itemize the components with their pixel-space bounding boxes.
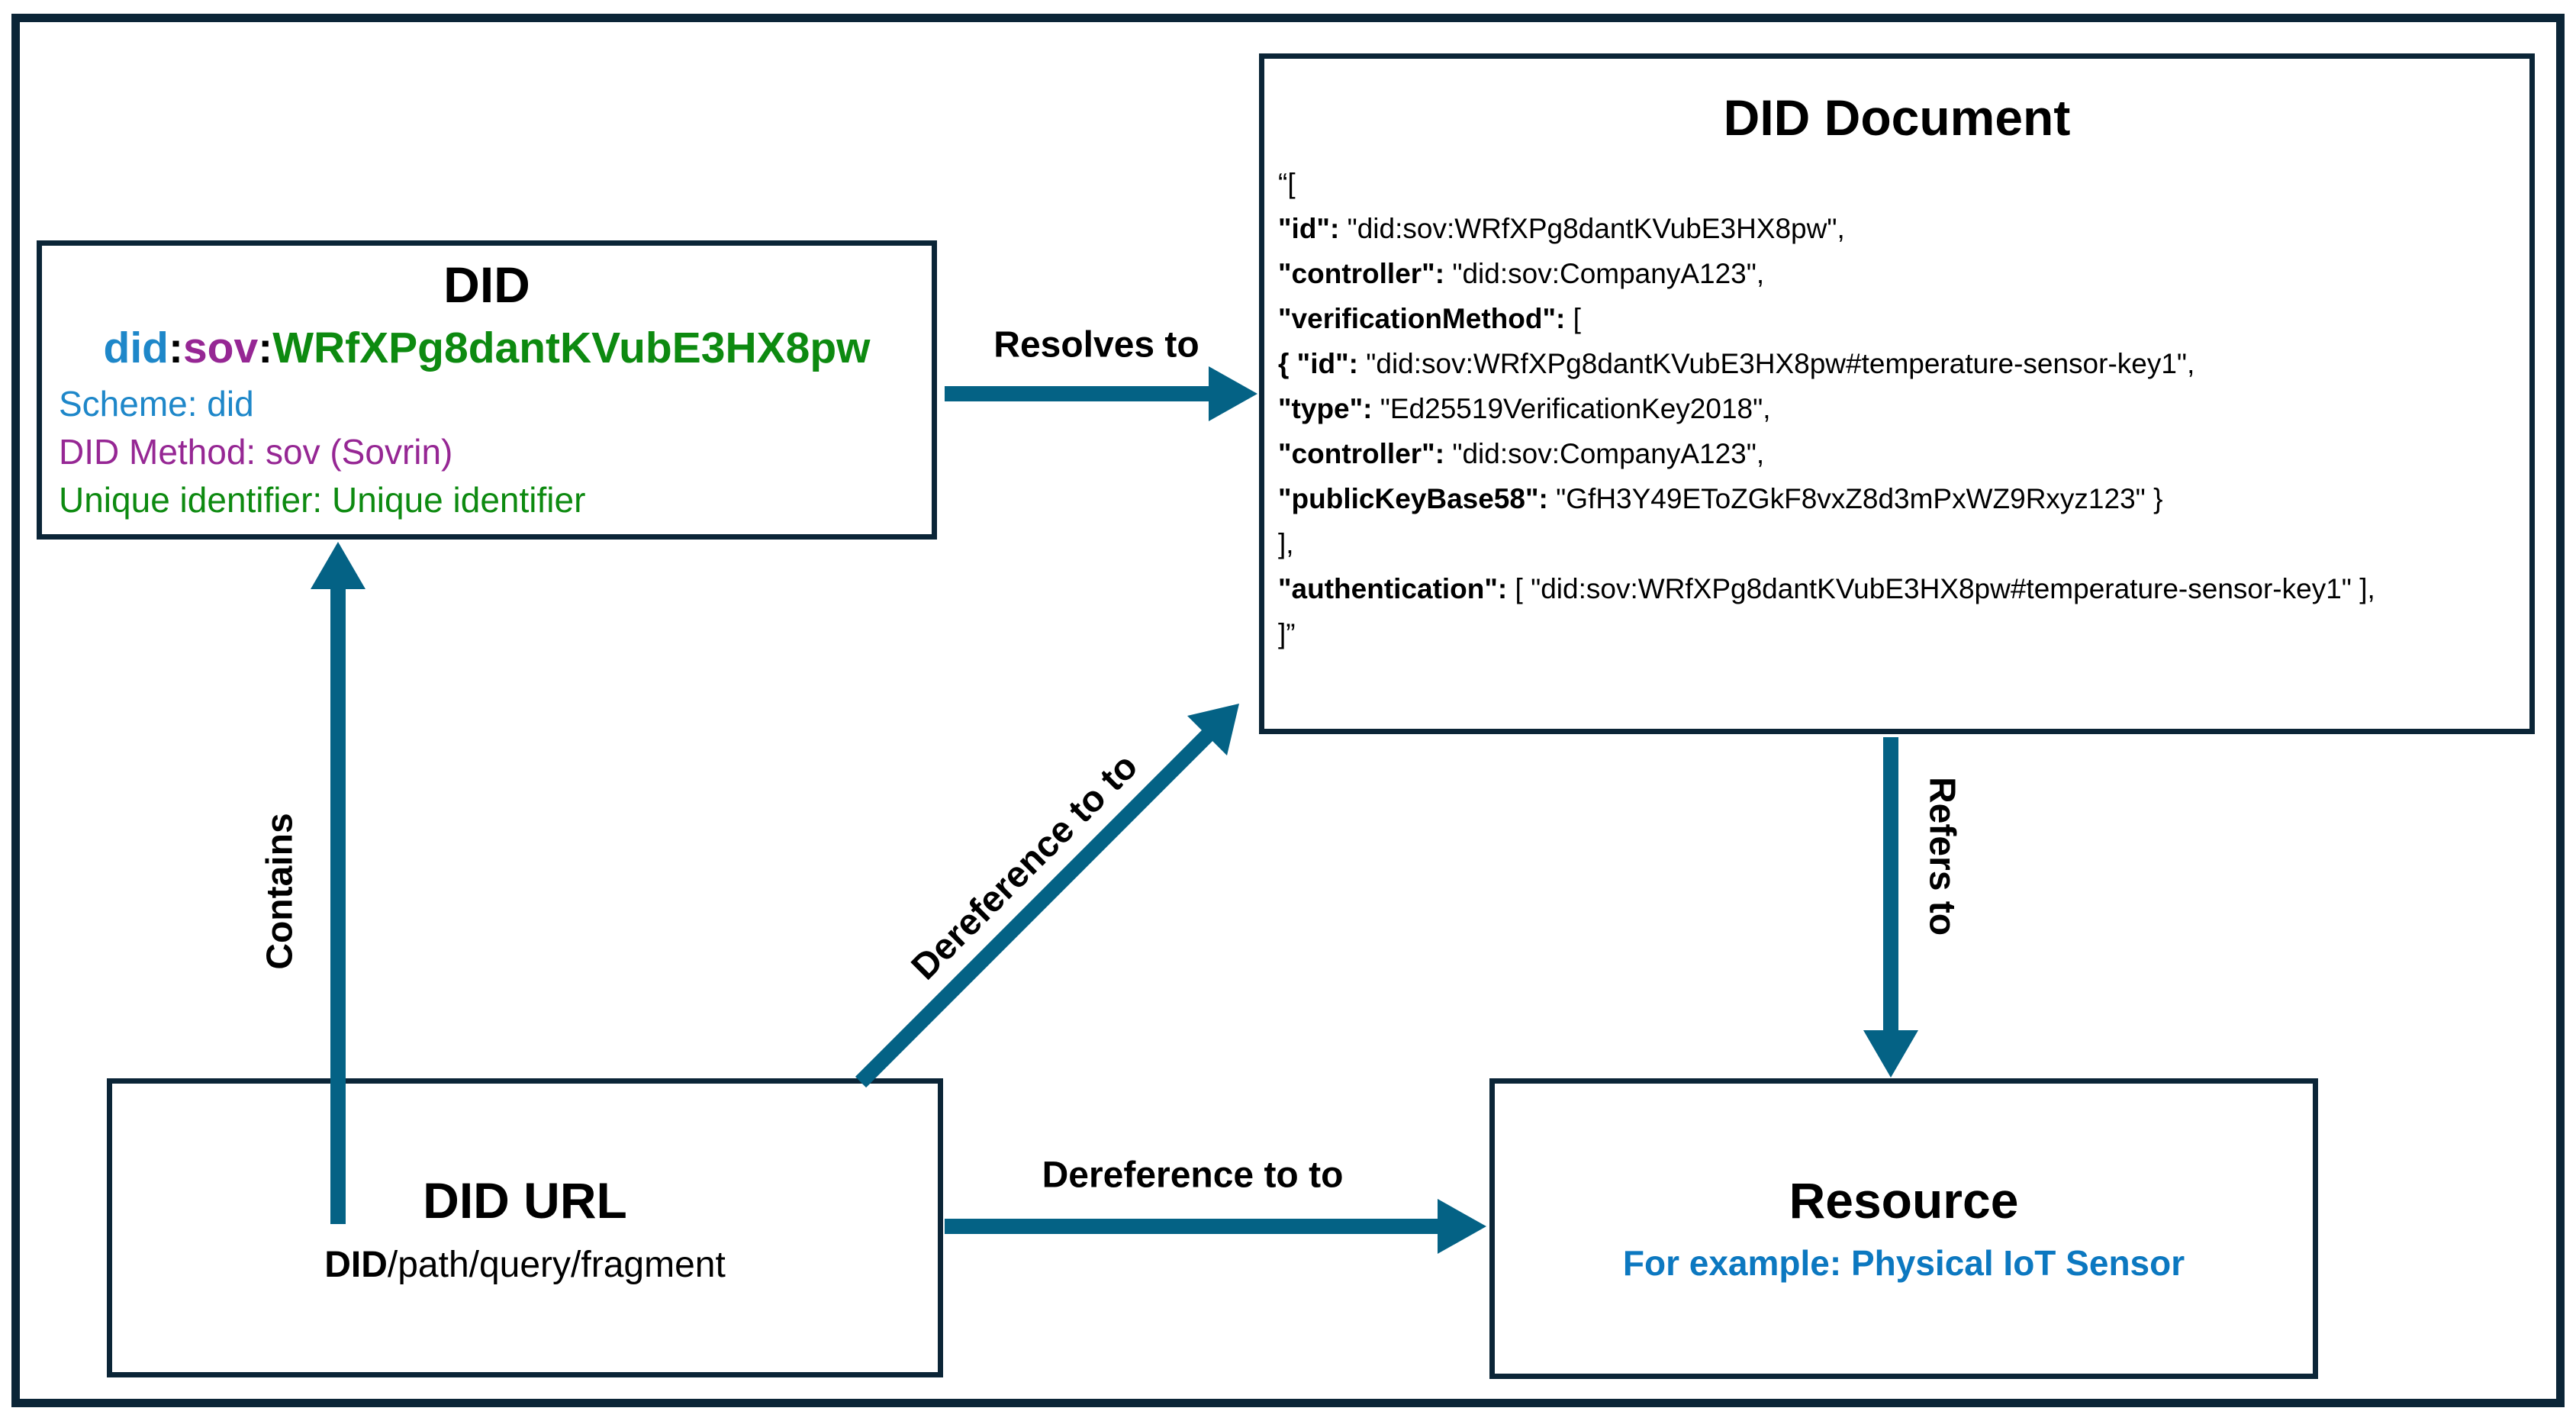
json-segment: "id": <box>1278 213 1340 244</box>
json-line: "publicKeyBase58": "GfH3Y49EToZGkF8vxZ8d… <box>1278 476 2516 521</box>
json-segment: "controller": <box>1278 438 1445 469</box>
did-subline: Unique identifier: Unique identifier <box>59 480 586 520</box>
json-segment: "controller": <box>1278 258 1445 289</box>
did-identifier: did:sov:WRfXPg8dantKVubE3HX8pw <box>42 316 932 380</box>
did-identifier-part: : <box>169 324 183 372</box>
json-segment: "GfH3Y49EToZGkF8vxZ8d3mPxWZ9Rxyz123" } <box>1547 483 2163 514</box>
diagram-outer-frame <box>11 14 2565 1407</box>
did-subline: DID Method: sov (Sovrin) <box>59 432 453 472</box>
resolves-to-label: Resolves to <box>993 324 1199 366</box>
json-segment: "did:sov:WRfXPg8dantKVubE3HX8pw#temperat… <box>1357 348 2195 379</box>
did-box-title: DID <box>443 256 530 313</box>
json-segment: "Ed25519VerificationKey2018", <box>1372 393 1771 424</box>
did-url-syntax-did: DID <box>324 1245 388 1285</box>
did-subline: Scheme: did <box>59 384 254 424</box>
json-segment: [ "did:sov:WRfXPg8dantKVubE3HX8pw#temper… <box>1507 573 2375 604</box>
json-segment: "did:sov:CompanyA123", <box>1444 438 1765 469</box>
json-segment: “[ <box>1278 168 1296 199</box>
dereference-horizontal-label: Dereference to to <box>1042 1155 1344 1196</box>
contains-label: Contains <box>259 813 301 970</box>
resource-title: Resource <box>1789 1172 2019 1229</box>
json-line: "verificationMethod": [ <box>1278 296 2516 341</box>
json-line: "id": "did:sov:WRfXPg8dantKVubE3HX8pw", <box>1278 206 2516 251</box>
resource-subtitle: For example: Physical IoT Sensor <box>1622 1243 2185 1283</box>
json-line: ]” <box>1278 611 2516 656</box>
json-segment: [ <box>1565 303 1581 334</box>
json-segment: "did:sov:CompanyA123", <box>1444 258 1765 289</box>
json-segment: { "id": <box>1278 348 1358 379</box>
json-line: "authentication": [ "did:sov:WRfXPg8dant… <box>1278 566 2516 611</box>
did-identifier-part: did <box>103 324 169 372</box>
json-line: "controller": "did:sov:CompanyA123", <box>1278 431 2516 476</box>
did-document-box: DID Document “[ "id": "did:sov:WRfXPg8dan… <box>1259 53 2535 734</box>
did-document-title: DID Document <box>1723 89 2071 146</box>
did-box: DID did:sov:WRfXPg8dantKVubE3HX8pw Schem… <box>37 240 937 540</box>
json-line: { "id": "did:sov:WRfXPg8dantKVubE3HX8pw#… <box>1278 341 2516 386</box>
did-url-syntax-rest: /path/query/fragment <box>387 1245 726 1285</box>
did-document-json: “[ "id": "did:sov:WRfXPg8dantKVubE3HX8pw"… <box>1264 149 2529 656</box>
json-line: “[ <box>1278 161 2516 206</box>
did-identifier-part: WRfXPg8dantKVubE3HX8pw <box>272 324 871 372</box>
json-segment: ]” <box>1278 618 1296 649</box>
json-segment: "authentication": <box>1278 573 1508 604</box>
json-segment: "type": <box>1278 393 1373 424</box>
json-segment: "did:sov:WRfXPg8dantKVubE3HX8pw", <box>1339 213 1845 244</box>
refers-to-label: Refers to <box>1921 776 1963 936</box>
json-segment: "publicKeyBase58": <box>1278 483 1548 514</box>
resource-box: Resource For example: Physical IoT Senso… <box>1489 1078 2318 1379</box>
json-line: "controller": "did:sov:CompanyA123", <box>1278 251 2516 296</box>
json-segment: ], <box>1278 528 1294 559</box>
json-line: ], <box>1278 521 2516 566</box>
json-line: "type": "Ed25519VerificationKey2018", <box>1278 386 2516 431</box>
json-segment: "verificationMethod": <box>1278 303 1566 334</box>
did-identifier-part: sov <box>182 324 259 372</box>
did-url-title: DID URL <box>423 1172 627 1229</box>
did-url-box: DID URL DID/path/query/fragment <box>107 1078 943 1377</box>
did-url-syntax: DID/path/query/fragment <box>112 1244 938 1286</box>
did-identifier-part: : <box>258 324 273 372</box>
